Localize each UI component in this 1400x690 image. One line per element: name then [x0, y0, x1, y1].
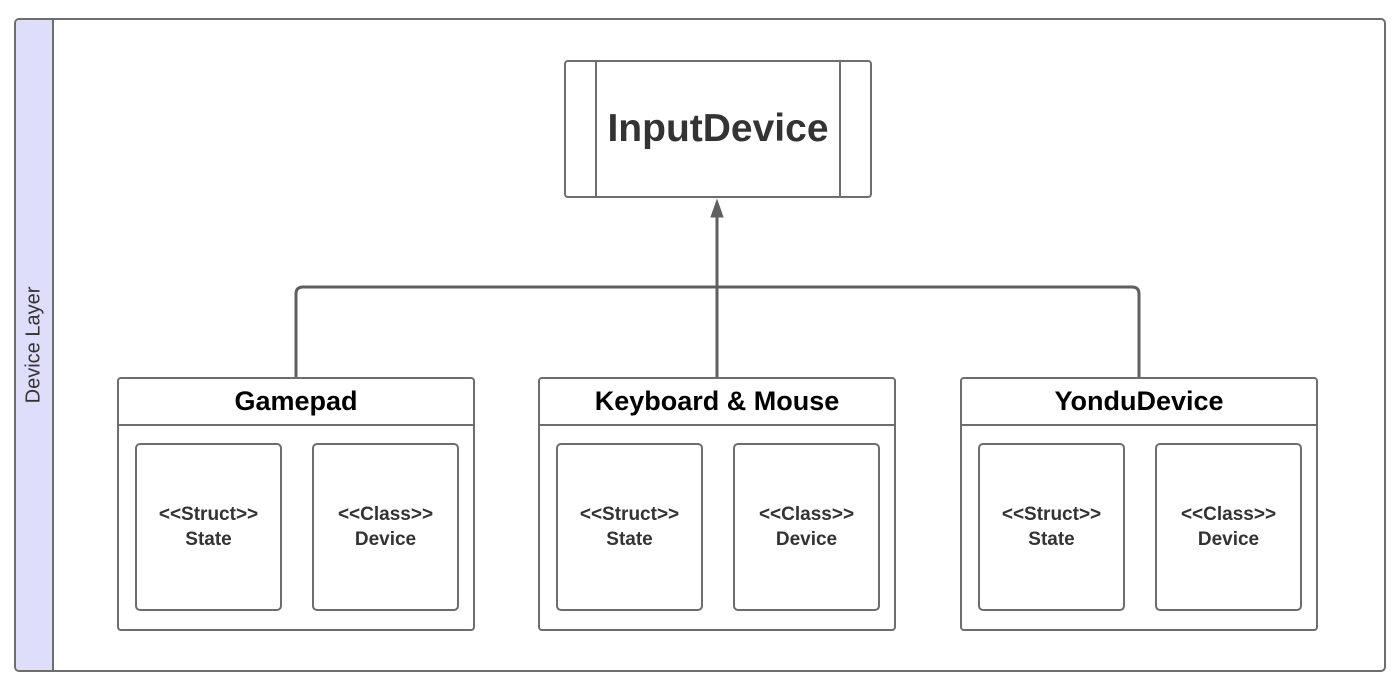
yondu-device-title: YonduDevice	[962, 379, 1316, 426]
input-device-right-bar	[839, 62, 841, 196]
class-name: Device	[354, 529, 417, 550]
swimlane-label: Device Layer	[22, 286, 45, 404]
gamepad-title: Gamepad	[119, 379, 473, 426]
struct-name: State	[185, 529, 232, 550]
input-device-box: InputDevice	[564, 60, 872, 198]
input-device-title: InputDevice	[607, 107, 829, 150]
class-stereotype: <<Class>>	[758, 504, 855, 525]
keyboard-mouse-title: Keyboard & Mouse	[540, 379, 894, 426]
struct-name: State	[1028, 529, 1075, 550]
struct-name: State	[606, 529, 653, 550]
gamepad-device-class: <<Class>> Device	[312, 443, 459, 611]
yondu-device-box: YonduDevice <<Struct>> State <<Class>> D…	[960, 377, 1318, 631]
gamepad-box: Gamepad <<Struct>> State <<Class>> Devic…	[117, 377, 475, 631]
struct-stereotype: <<Struct>>	[579, 504, 680, 525]
class-stereotype: <<Class>>	[1180, 504, 1277, 525]
gamepad-state-struct: <<Struct>> State	[135, 443, 282, 611]
class-stereotype: <<Class>>	[337, 504, 434, 525]
struct-stereotype: <<Struct>>	[158, 504, 259, 525]
struct-stereotype: <<Struct>>	[1001, 504, 1102, 525]
keyboard-mouse-device-class: <<Class>> Device	[733, 443, 880, 611]
class-name: Device	[775, 529, 838, 550]
yondu-device-state-struct: <<Struct>> State	[978, 443, 1125, 611]
yondu-device-device-class: <<Class>> Device	[1155, 443, 1302, 611]
keyboard-mouse-state-struct: <<Struct>> State	[556, 443, 703, 611]
class-name: Device	[1197, 529, 1260, 550]
swimlane-header: Device Layer	[16, 20, 54, 670]
input-device-left-bar	[595, 62, 597, 196]
keyboard-mouse-box: Keyboard & Mouse <<Struct>> State <<Clas…	[538, 377, 896, 631]
